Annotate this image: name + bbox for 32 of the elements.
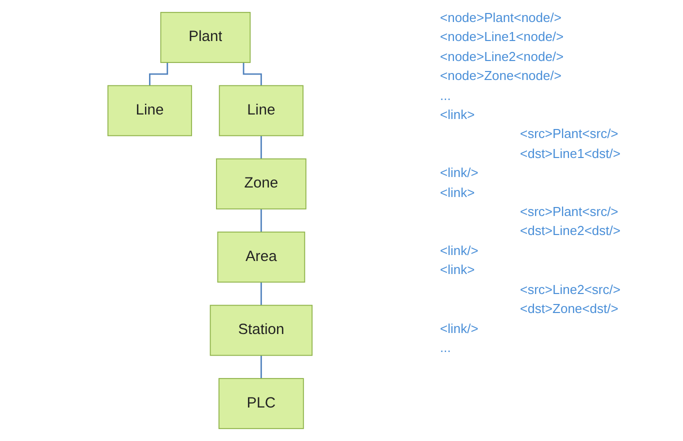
code-line: <dst>Zone<dst/> (520, 300, 618, 318)
code-line: <src>Plant<src/> (520, 203, 618, 222)
code-line: <link> (440, 261, 475, 280)
code-line: <link/> (440, 242, 478, 260)
node-box (217, 232, 306, 283)
code-line: <dst>Line1<dst/> (520, 144, 620, 163)
code-line: <link/> (440, 164, 478, 182)
connector (149, 62, 168, 86)
code-line: <node>Line2<node/> (440, 48, 564, 66)
node-box (107, 85, 192, 136)
code-line: <dst>Line2<dst/> (520, 222, 620, 240)
code-line: <src>Plant<src/> (520, 125, 618, 144)
code-line: <link/> (440, 320, 478, 338)
code-line: ... (440, 86, 451, 105)
code-line: <link> (440, 184, 475, 202)
code-line: <node>Line1<node/> (440, 28, 564, 46)
node-box (216, 158, 306, 210)
connector (260, 282, 262, 306)
node-box (210, 304, 313, 356)
tree-diagram: Plant Line Line Zone Area Station PLC (5, 5, 415, 436)
code-line: <node>Plant<node/> (440, 9, 562, 27)
node-box (218, 85, 304, 136)
connector (260, 355, 262, 380)
code-line: <src>Line2<src/> (520, 280, 620, 299)
code-line: <node>Zone<node/> (440, 67, 562, 86)
connector (260, 208, 262, 233)
code-line: <link> (440, 106, 475, 124)
node-box (218, 378, 304, 430)
connector (260, 136, 262, 160)
connector (242, 62, 262, 86)
node-box (160, 12, 251, 63)
code-line: ... (440, 338, 451, 357)
